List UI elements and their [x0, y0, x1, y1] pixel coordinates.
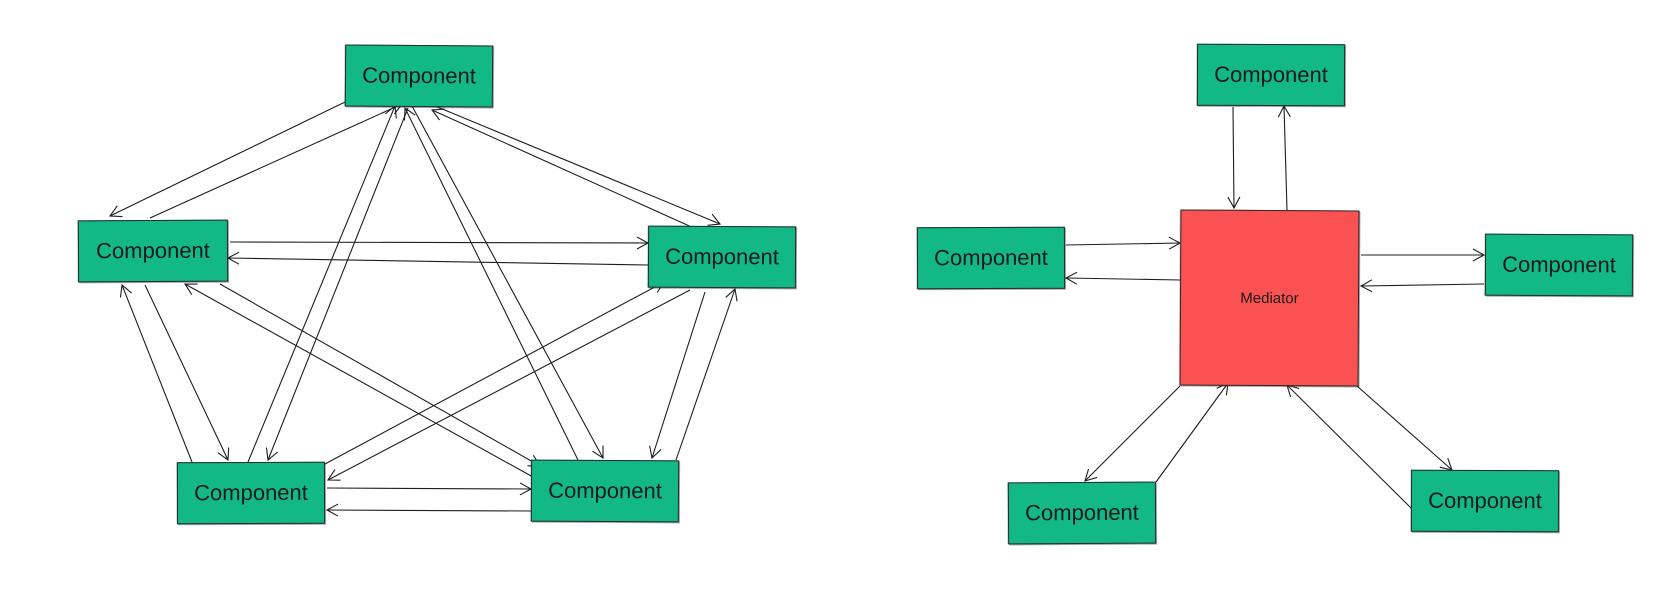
mesh-arrow-top-to-right	[434, 105, 722, 226]
mesh-arrow-right-to-bl	[326, 289, 691, 481]
hub-arrow-right-to-mediator	[1359, 279, 1485, 293]
mesh-arrow-top-to-left	[108, 101, 346, 218]
hub-arrow-mediator-to-top	[1277, 104, 1291, 211]
mesh-arrow-bl-to-left	[119, 283, 193, 463]
mesh-arrow-bl-to-br	[326, 482, 533, 496]
hub-arrow-mediator-to-bl	[1084, 385, 1181, 482]
mesh-arrow-right-to-left	[226, 251, 649, 266]
hub-arrow-bl-to-mediator	[1155, 382, 1229, 483]
mesh-arrow-left-to-bl	[144, 284, 230, 462]
hub-arrow-top-to-mediator	[1227, 106, 1241, 210]
mesh-arrow-right-to-top	[430, 108, 697, 230]
hub-arrow-br-to-mediator	[1286, 384, 1412, 509]
hub-arrow-mediator-to-left	[1064, 271, 1181, 285]
mesh-arrow-left-to-br	[219, 283, 541, 467]
mesh-arrow-bl-to-top	[247, 104, 397, 463]
hub-component-right: Component	[1484, 233, 1634, 297]
mesh-component-top: Component	[344, 44, 494, 108]
mesh-component-bottom-left: Component	[176, 461, 326, 525]
hub-arrow-mediator-to-br	[1356, 385, 1453, 471]
mesh-arrow-top-to-bl	[265, 107, 409, 462]
mesh-arrow-top-to-br	[411, 105, 604, 460]
mesh-arrow-br-to-left	[183, 283, 543, 483]
hub-component-bottom-right: Component	[1410, 469, 1560, 533]
hub-component-top: Component	[1196, 43, 1346, 107]
mesh-component-left: Component	[77, 219, 229, 283]
hub-component-left: Component	[916, 226, 1066, 290]
mesh-arrow-bl-to-right	[324, 281, 666, 465]
mesh-arrow-br-to-right	[675, 287, 738, 461]
mediator-box: Mediator	[1179, 209, 1360, 387]
mesh-arrow-left-to-right	[229, 236, 650, 250]
mesh-component-bottom-right: Component	[530, 459, 680, 523]
hub-arrow-left-to-mediator	[1065, 236, 1182, 250]
mesh-arrow-br-to-bl	[325, 503, 532, 517]
mesh-arrow-left-to-top	[149, 102, 404, 219]
mesh-arrow-right-to-br	[649, 291, 706, 460]
mesh-arrow-br-to-top	[403, 106, 579, 461]
hub-component-bottom-left: Component	[1007, 481, 1157, 545]
mesh-component-right: Component	[647, 225, 797, 289]
